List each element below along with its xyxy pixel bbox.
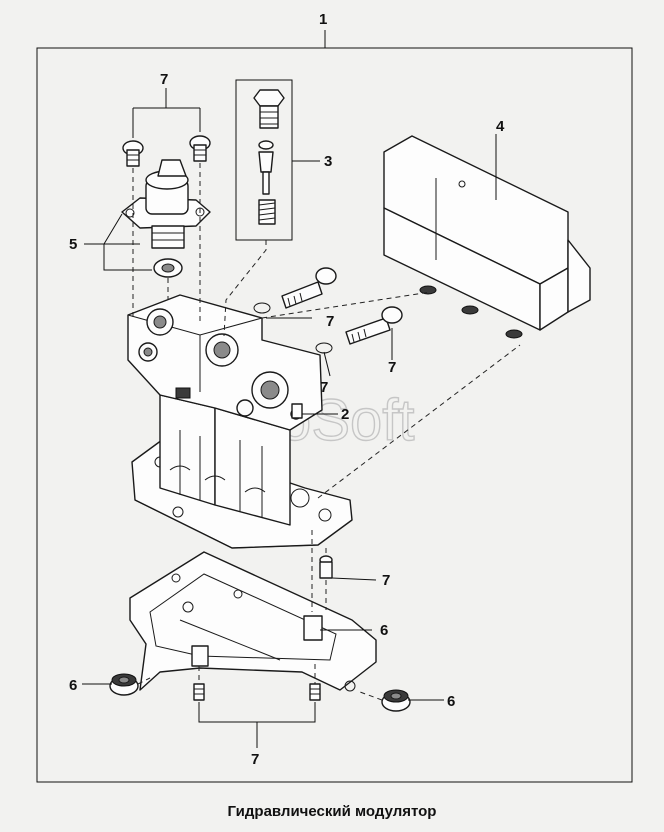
callout-7-top: 7 [160,71,168,88]
valve-assembly [121,159,211,278]
plug-part [253,89,285,129]
valve-pin-part [258,140,274,195]
screw-right-top [189,135,211,162]
callout-6-left: 6 [69,677,77,694]
callout-3: 3 [324,153,332,170]
control-unit [383,135,591,339]
callout-4: 4 [496,118,505,135]
callout-7-upper-bolt: 7 [326,313,334,330]
callout-5: 5 [69,236,77,253]
assembly-frame [36,30,633,783]
exploded-parts-diagram: AutoSoft [36,11,633,783]
screw-bottom-right [309,683,321,701]
plug-side [291,403,303,419]
screw-bracket-top [319,555,333,579]
mounting-bracket [129,551,377,692]
callout-7-bottom: 7 [251,751,259,768]
leader-lines [82,88,497,748]
callout-6-bracket: 6 [380,622,388,639]
callout-7-oring: 7 [320,379,328,396]
screw-left-top [122,140,144,167]
grommet-right [381,689,411,712]
bolt-middle [315,306,403,354]
bolt-upper [253,267,337,314]
callout-1: 1 [319,11,327,28]
callout-2: 2 [341,406,349,423]
spring-part [258,199,276,225]
kit-box [235,79,293,241]
figure-caption: Гидравлический модулятор [227,803,437,820]
grommet-left [109,673,139,696]
callout-7-middle-bolt: 7 [388,359,396,376]
callout-7-bracket-screw: 7 [382,572,390,589]
callout-6-right: 6 [447,693,455,710]
hydraulic-block [127,294,353,549]
screw-bottom-left [193,683,205,701]
